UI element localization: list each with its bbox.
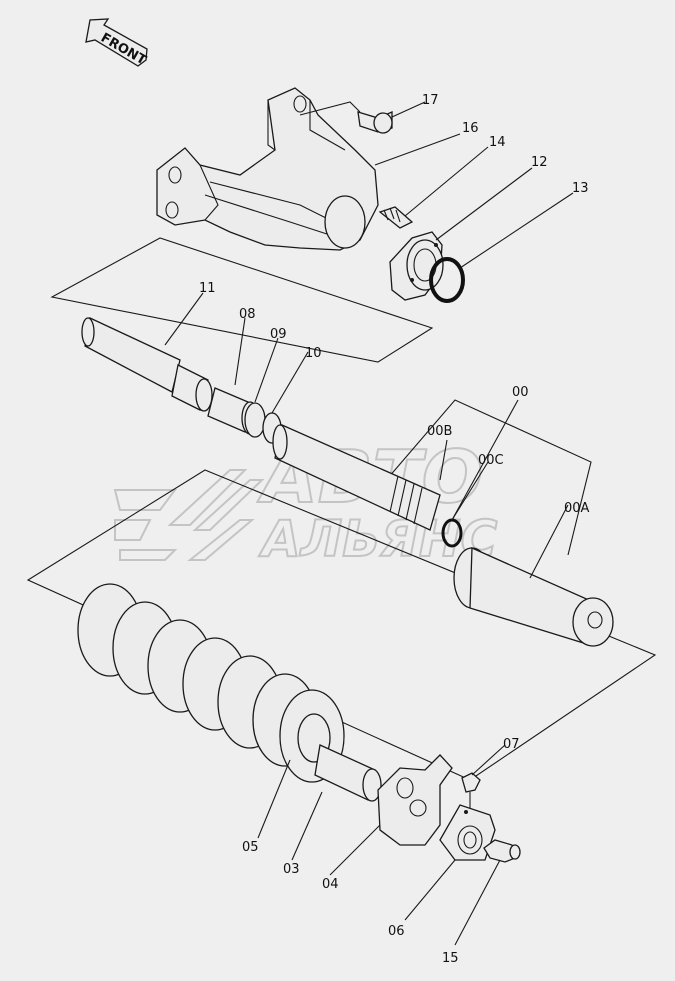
bolt-17-leader-line bbox=[299, 101, 361, 116]
label-06: 06 bbox=[388, 924, 405, 939]
bracket-part-16 bbox=[156, 87, 379, 251]
ring-part-09 bbox=[244, 402, 266, 438]
label-12: 12 bbox=[531, 155, 548, 170]
label-05: 05 bbox=[242, 840, 259, 855]
label-03: 03 bbox=[283, 862, 300, 877]
front-arrow-icon: FRONT bbox=[85, 18, 149, 68]
part-00-group-bracket bbox=[387, 399, 592, 556]
cylinder-part-00a bbox=[453, 547, 614, 647]
label-08: 08 bbox=[239, 307, 256, 322]
shaft-part-11 bbox=[81, 317, 181, 393]
bolt-part-17 bbox=[357, 111, 393, 134]
label-07: 07 bbox=[503, 737, 520, 752]
grease-fitting-part-07 bbox=[461, 772, 481, 808]
label-11: 11 bbox=[199, 281, 216, 296]
label-00c: 00C bbox=[478, 453, 504, 468]
label-10: 10 bbox=[305, 346, 322, 361]
label-04: 04 bbox=[322, 877, 339, 892]
label-00b: 00B bbox=[427, 424, 452, 439]
fitting-part-15 bbox=[483, 839, 521, 863]
label-09: 09 bbox=[270, 327, 287, 342]
leader-lines bbox=[164, 101, 574, 946]
bolt-part-14 bbox=[378, 206, 414, 229]
o-ring-part-13 bbox=[429, 257, 465, 303]
rod-part-00b bbox=[272, 424, 441, 531]
spacer-part-03 bbox=[314, 744, 382, 802]
label-16: 16 bbox=[462, 121, 479, 136]
watermark-logo-icon bbox=[113, 469, 265, 561]
label-00: 00 bbox=[512, 385, 529, 400]
cap-part-12 bbox=[389, 231, 444, 301]
plate-part-04 bbox=[377, 754, 453, 846]
spring-part-05 bbox=[77, 583, 345, 783]
label-00a: 00A bbox=[564, 501, 590, 516]
label-15: 15 bbox=[442, 951, 459, 966]
label-17: 17 bbox=[422, 93, 439, 108]
label-14: 14 bbox=[489, 135, 506, 150]
assembly-group-outline-top bbox=[50, 237, 434, 363]
label-13: 13 bbox=[572, 181, 589, 196]
